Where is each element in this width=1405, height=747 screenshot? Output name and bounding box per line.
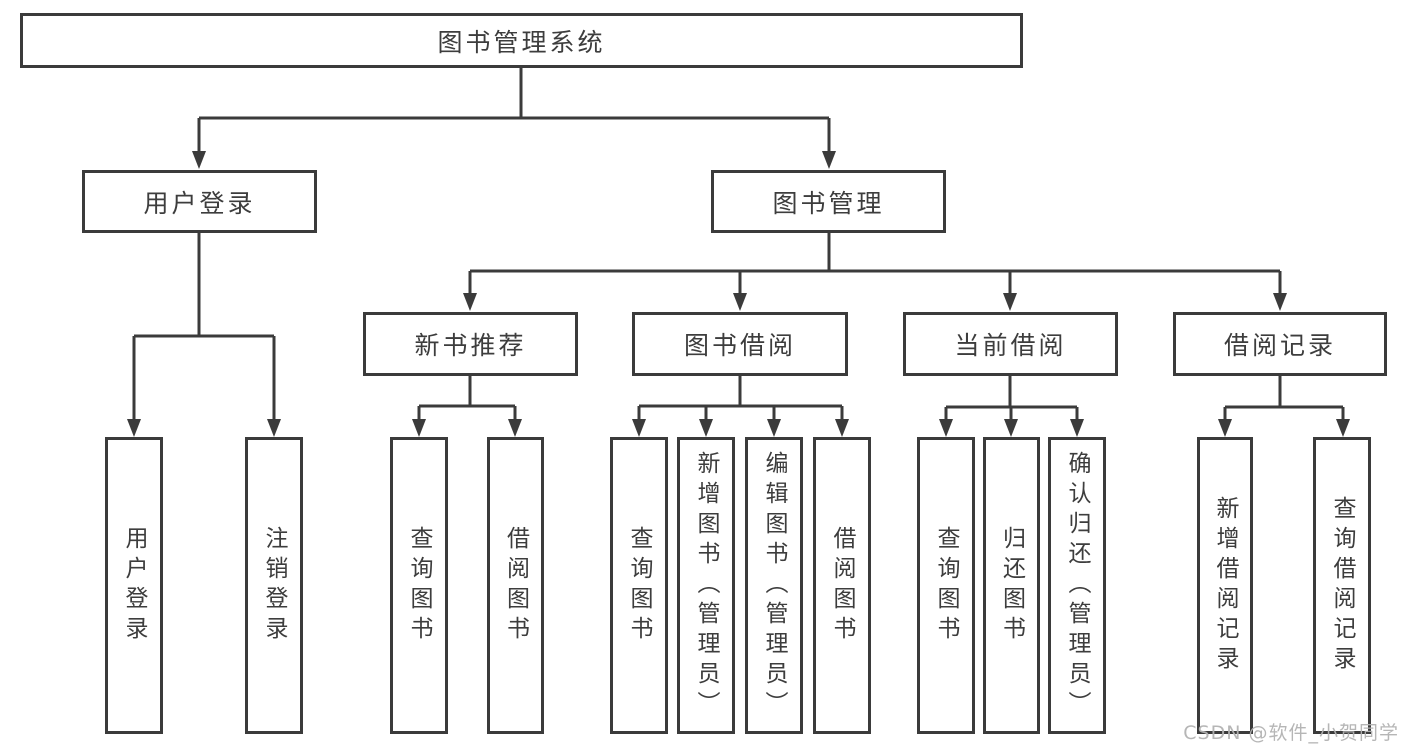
node-label: 确认归还（管理员） bbox=[1064, 450, 1090, 721]
arrowhead-icon bbox=[1218, 419, 1232, 437]
connector-current-borrow-leaves bbox=[944, 375, 1079, 424]
node-new-book-recommend: 新书推荐 bbox=[363, 312, 578, 376]
node-label: 当前借阅 bbox=[954, 331, 1067, 360]
connector-borrow-records-leaves bbox=[1223, 375, 1345, 424]
node-current-borrow: 当前借阅 bbox=[903, 312, 1118, 376]
arrowhead-icon bbox=[835, 419, 849, 437]
node-label: 借阅记录 bbox=[1223, 331, 1336, 360]
connector-user-login-leaves bbox=[132, 232, 276, 423]
arrowhead-icon bbox=[632, 419, 646, 437]
arrowhead-icon bbox=[508, 419, 522, 437]
node-borrow-records: 借阅记录 bbox=[1173, 312, 1387, 376]
node-label: 借阅图书 bbox=[502, 525, 529, 646]
arrowhead-icon bbox=[267, 419, 281, 437]
arrowhead-icon bbox=[1070, 419, 1084, 437]
node-label: 编辑图书（管理员） bbox=[761, 450, 787, 721]
node-label: 用户登录 bbox=[143, 188, 256, 218]
node-library-management-system: 图书管理系统 bbox=[20, 13, 1023, 68]
node-label: 新增借阅记录 bbox=[1212, 495, 1238, 676]
node-label: 查询借阅记录 bbox=[1329, 495, 1355, 676]
leaf-query-borrow-record: 查询借阅记录 bbox=[1313, 437, 1371, 734]
leaf-add-borrow-record: 新增借阅记录 bbox=[1197, 437, 1253, 734]
node-label: 图书管理系统 bbox=[437, 27, 606, 57]
watermark: CSDN @软件_小贺同学 bbox=[1183, 722, 1399, 744]
node-book-borrow: 图书借阅 bbox=[632, 312, 848, 376]
leaf-return-book: 归还图书 bbox=[983, 437, 1040, 734]
node-label: 查询图书 bbox=[626, 525, 652, 646]
arrowhead-icon bbox=[192, 151, 206, 169]
arrowhead-icon bbox=[412, 419, 426, 437]
node-label: 查询图书 bbox=[933, 525, 959, 646]
node-book-management: 图书管理 bbox=[711, 170, 946, 233]
node-label: 新增图书（管理员） bbox=[693, 450, 719, 721]
node-user-login: 用户登录 bbox=[82, 170, 317, 233]
node-label: 图书借阅 bbox=[683, 331, 796, 360]
leaf-query-books-borrow: 查询图书 bbox=[610, 437, 668, 734]
node-label: 查询图书 bbox=[406, 525, 432, 646]
arrowhead-icon bbox=[1273, 293, 1287, 311]
node-label: 用户登录 bbox=[121, 525, 147, 646]
leaf-add-book-admin: 新增图书（管理员） bbox=[677, 437, 735, 734]
arrowhead-icon bbox=[699, 419, 713, 437]
node-label: 注销登录 bbox=[261, 525, 287, 646]
arrowhead-icon bbox=[1336, 419, 1350, 437]
leaf-borrow-books-recommend: 借阅图书 bbox=[487, 437, 544, 734]
arrowhead-icon bbox=[939, 419, 953, 437]
arrowhead-icon bbox=[127, 419, 141, 437]
arrowhead-icon bbox=[767, 419, 781, 437]
arrowhead-icon bbox=[733, 293, 747, 311]
leaf-user-login: 用户登录 bbox=[105, 437, 163, 734]
node-label: 新书推荐 bbox=[414, 331, 527, 360]
connector-book-borrow-leaves bbox=[637, 375, 844, 424]
connector-book-mgmt-level3 bbox=[468, 232, 1282, 298]
arrowhead-icon bbox=[1003, 293, 1017, 311]
node-label: 归还图书 bbox=[998, 525, 1025, 646]
arrowhead-icon bbox=[463, 293, 477, 311]
leaf-confirm-return-admin: 确认归还（管理员） bbox=[1048, 437, 1106, 734]
leaf-borrow-books: 借阅图书 bbox=[813, 437, 871, 734]
arrowhead-icon bbox=[822, 151, 836, 169]
leaf-query-books-current: 查询图书 bbox=[917, 437, 975, 734]
leaf-logout: 注销登录 bbox=[245, 437, 303, 734]
connector-root-level2 bbox=[197, 68, 831, 155]
node-label: 图书管理 bbox=[772, 188, 885, 218]
arrowhead-icon bbox=[1004, 419, 1018, 437]
arrowheads bbox=[127, 151, 1350, 437]
connector-new-book-leaves bbox=[417, 375, 517, 424]
node-label: 借阅图书 bbox=[829, 525, 855, 646]
leaf-edit-book-admin: 编辑图书（管理员） bbox=[745, 437, 803, 734]
leaf-query-books-recommend: 查询图书 bbox=[390, 437, 448, 734]
